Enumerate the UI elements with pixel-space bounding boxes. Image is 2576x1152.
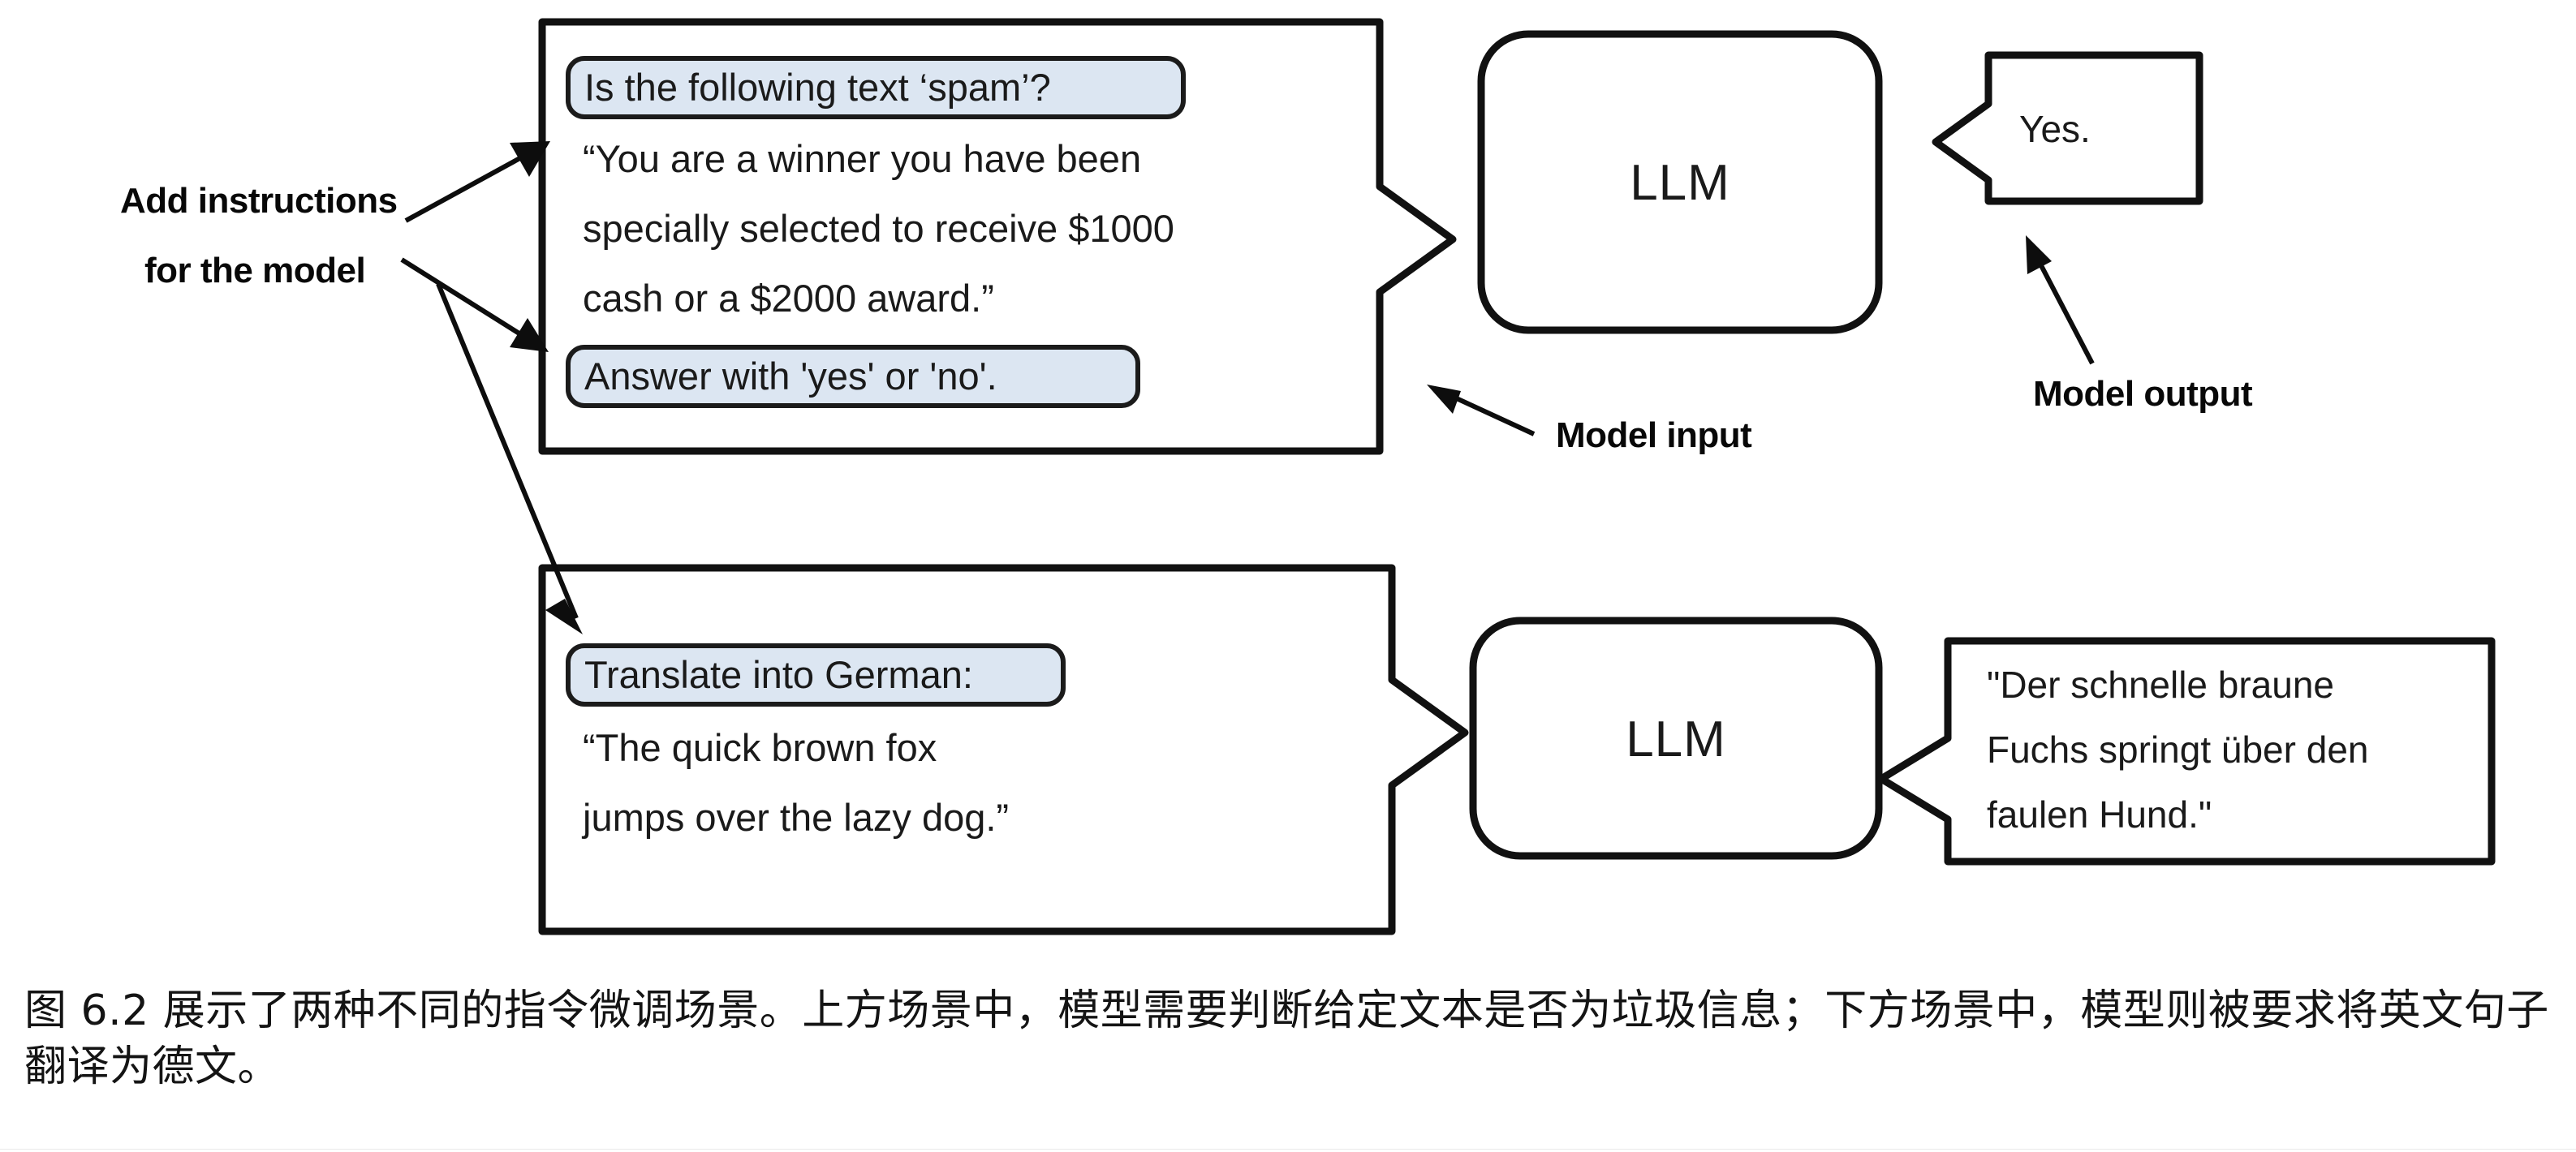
instruction-pill-spam-top bbox=[566, 56, 1186, 119]
model-output-bubble-yes-line-1: Yes. bbox=[2019, 108, 2091, 150]
llm-box-spam-label: LLM bbox=[1630, 155, 1730, 211]
arrow-add-instructions-to-top-pill bbox=[404, 141, 550, 223]
german-body-line-1: “The quick brown fox bbox=[583, 726, 937, 769]
model-output-bubble-german-line-2: Fuchs springt über den bbox=[1987, 729, 2369, 771]
instruction-pill-german-top bbox=[566, 643, 1066, 707]
annotation-add-instructions-line-2: for the model bbox=[144, 251, 365, 290]
model-input-box-spam bbox=[538, 18, 1457, 455]
llm-box-german bbox=[1469, 617, 1883, 860]
arrow-model-input bbox=[1427, 385, 1536, 436]
input-body-line-3: cash or a $2000 award.” bbox=[583, 277, 994, 320]
annotation-add-instructions-line-1: Add instructions bbox=[120, 181, 398, 221]
bottom-divider bbox=[0, 1149, 2576, 1150]
arrow-add-instructions-to-german-pill bbox=[436, 282, 583, 634]
figure-caption: 图 6.2 展示了两种不同的指令微调场景。上方场景中，模型需要判断给定文本是否为… bbox=[24, 987, 2549, 1091]
instruction-pill-spam-top-label: Is the following text ‘spam’? bbox=[584, 66, 1051, 109]
instruction-pill-german-top-label: Translate into German: bbox=[584, 653, 973, 696]
annotation-model-input: Model input bbox=[1556, 415, 1752, 455]
arrow-model-output bbox=[2026, 235, 2095, 365]
input-body-line-2: specially selected to receive $1000 bbox=[583, 207, 1174, 250]
instruction-pill-spam-bottom bbox=[566, 345, 1140, 408]
arrow-add-instructions-to-bottom-pill bbox=[400, 257, 549, 352]
annotation-model-output: Model output bbox=[2033, 374, 2253, 414]
model-output-bubble-yes bbox=[1932, 51, 2203, 205]
llm-box-spam bbox=[1477, 30, 1883, 334]
instruction-pill-spam-bottom-label: Answer with 'yes' or 'no'. bbox=[584, 355, 997, 398]
model-output-bubble-german-line-3: faulen Hund." bbox=[1987, 793, 2212, 836]
instruction-finetuning-diagram: Is the following text ‘spam’? “You are a… bbox=[120, 18, 2496, 935]
input-body-line-1: “You are a winner you have been bbox=[583, 137, 1141, 180]
model-output-bubble-german bbox=[1877, 637, 2496, 866]
model-output-bubble-german-line-1: "Der schnelle braune bbox=[1987, 664, 2334, 706]
llm-box-german-label: LLM bbox=[1626, 711, 1726, 767]
german-body-line-2: jumps over the lazy dog.” bbox=[581, 796, 1009, 839]
